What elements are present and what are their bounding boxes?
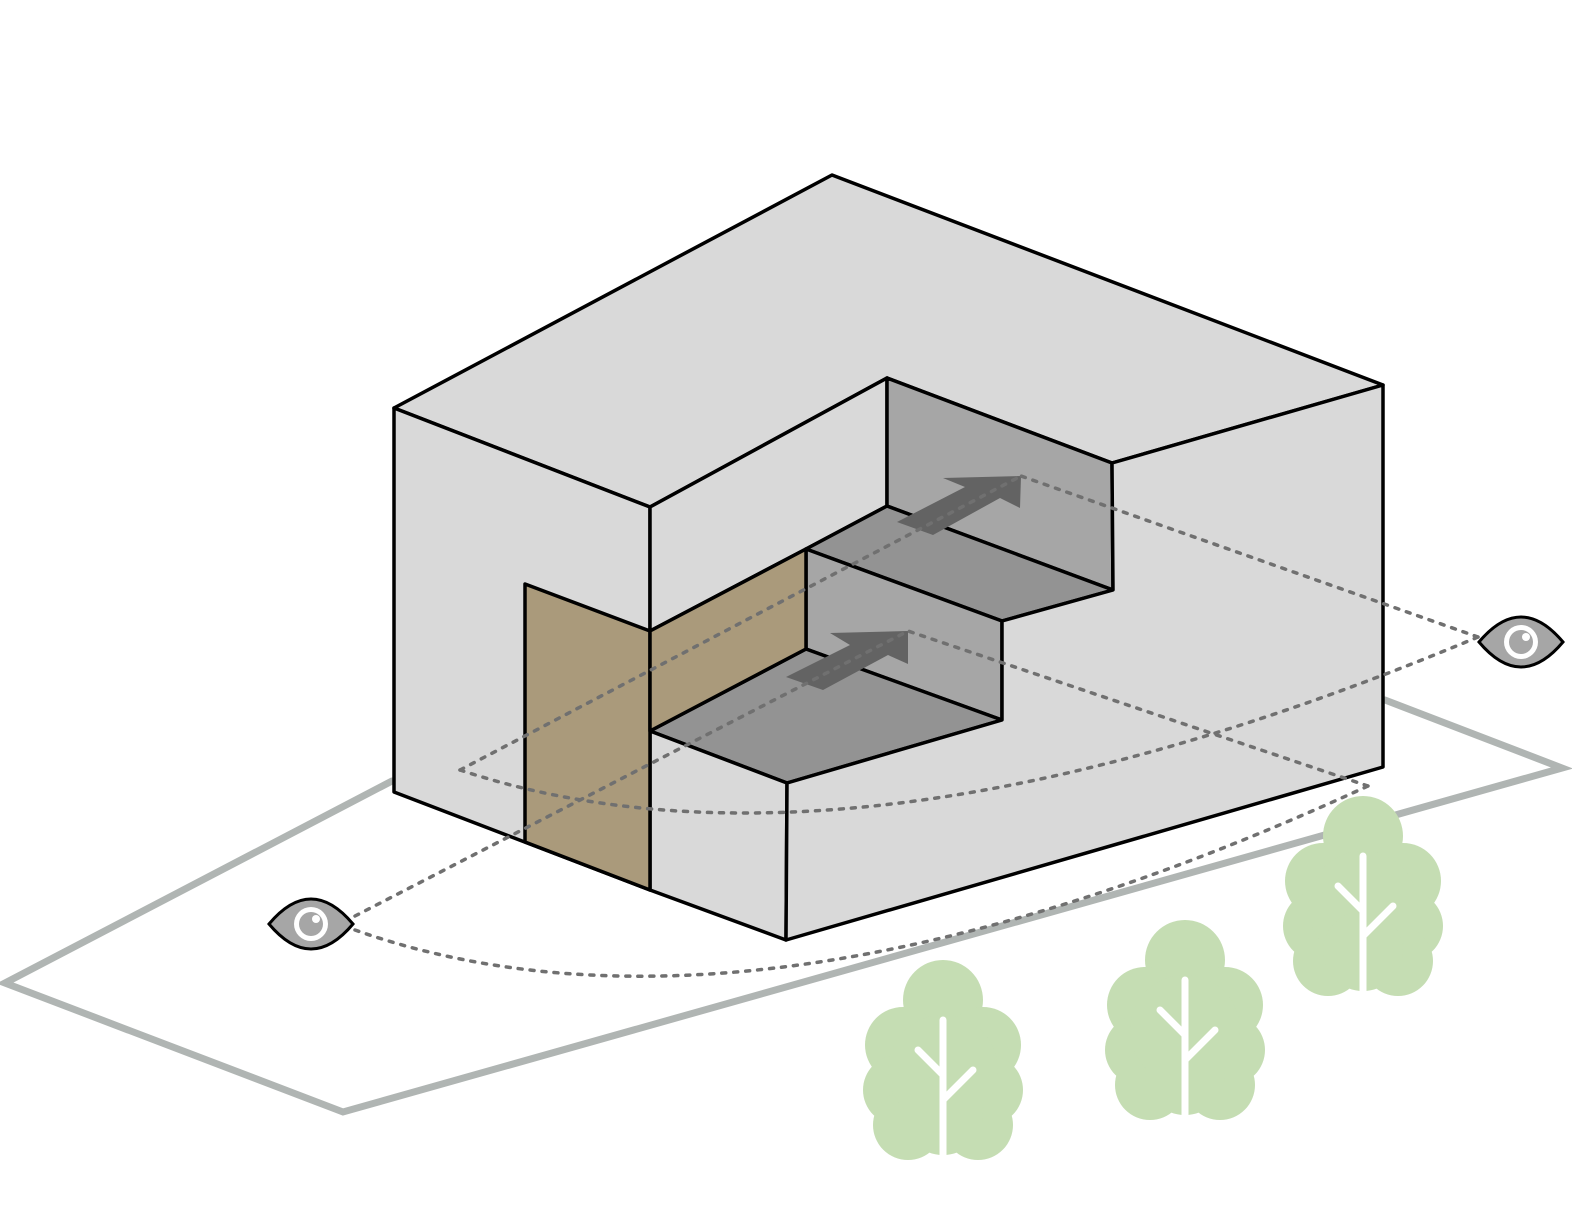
tree-icon [1105,920,1265,1130]
sightlines [353,474,1480,978]
timber-panel-lower [523,582,652,892]
building-massing [392,173,1385,942]
eye-icon [267,897,355,951]
right-wall [784,383,1385,942]
eye-icon [1477,615,1565,669]
timber-panel-upper [648,547,808,733]
tree-icon [1283,796,1443,1006]
tree-icon [863,960,1023,1170]
